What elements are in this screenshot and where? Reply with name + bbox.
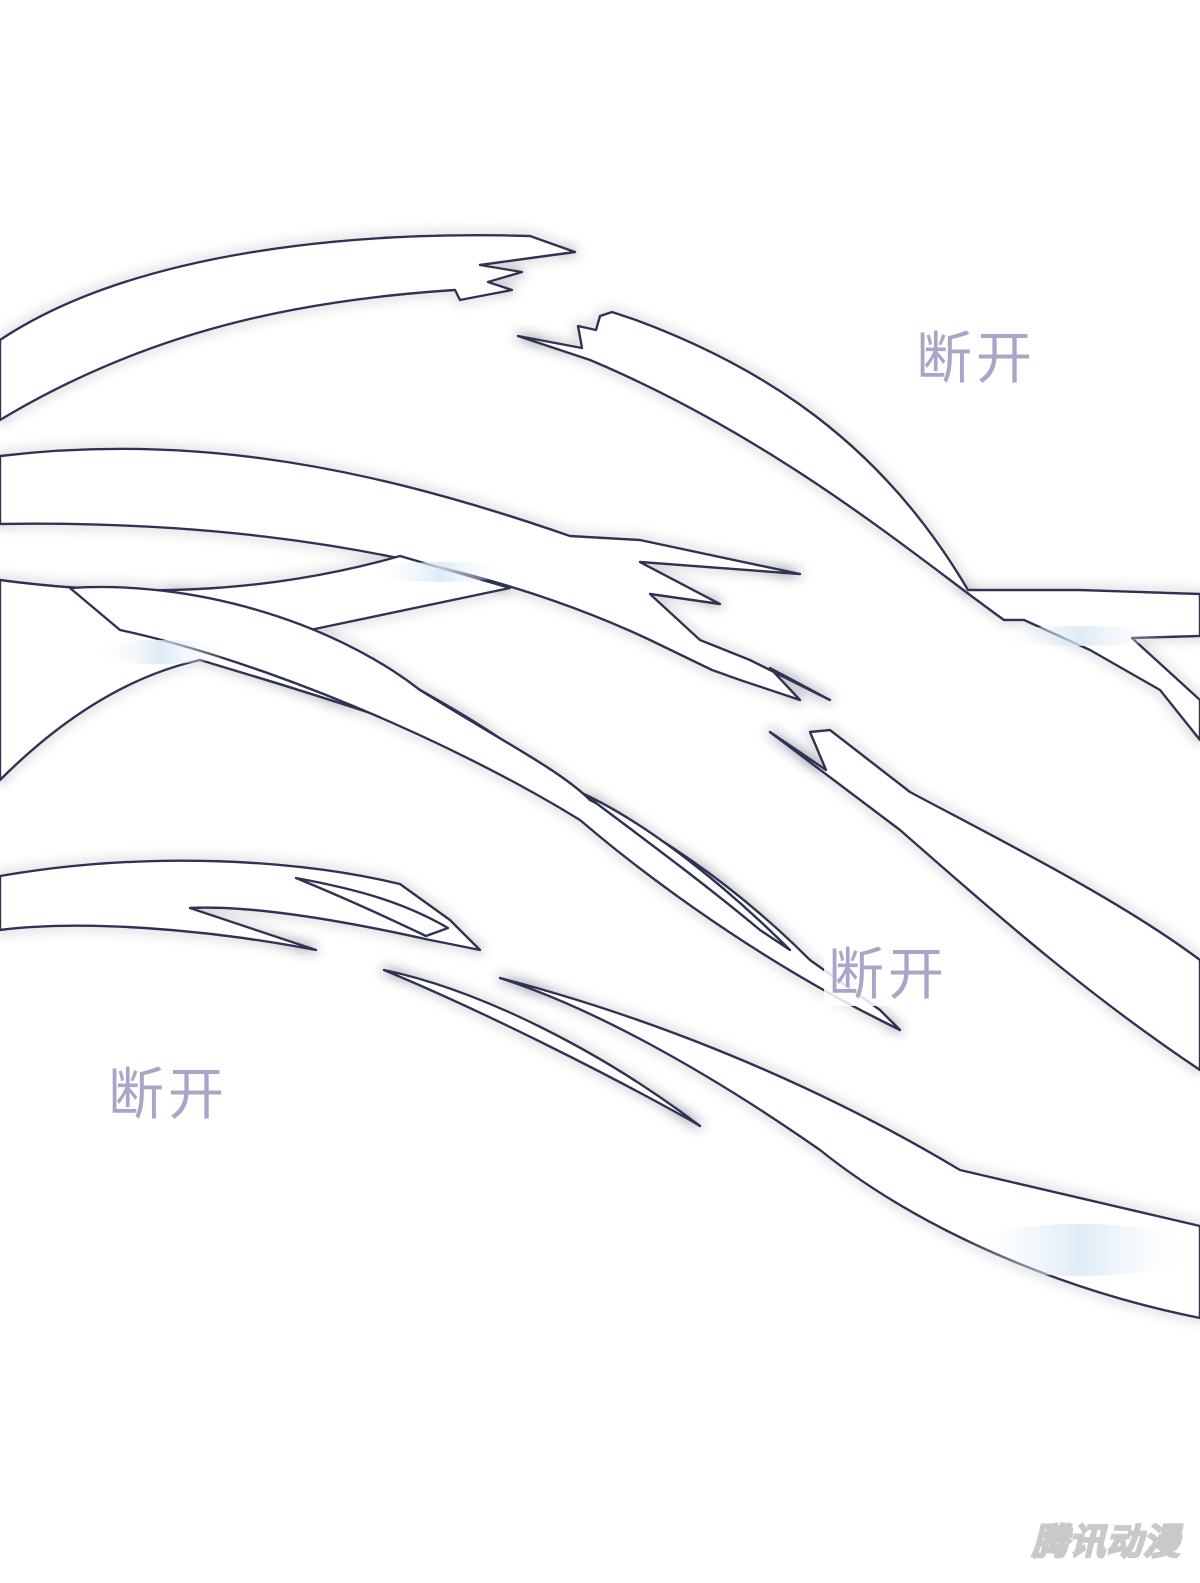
sfx-break-label-3: 断开 bbox=[108, 1063, 228, 1128]
ice-tint-3 bbox=[990, 626, 1170, 646]
strand-shard-3 bbox=[0, 447, 832, 702]
strand-shard-2 bbox=[516, 310, 1200, 742]
ice-tint-1 bbox=[370, 562, 510, 582]
watermark-logo: 腾讯动漫 bbox=[1031, 1521, 1180, 1564]
strand-shard-1 bbox=[0, 234, 577, 422]
sfx-break-label-2: 断开 bbox=[824, 946, 952, 1006]
strand-shard-11 bbox=[582, 792, 792, 952]
strand-shard-7 bbox=[0, 859, 482, 952]
sfx-break-label-1: 断开 bbox=[916, 327, 1036, 392]
strand-shard-6 bbox=[768, 728, 1200, 1072]
strand-shard-8 bbox=[294, 876, 450, 938]
ice-tint-4 bbox=[960, 1224, 1200, 1276]
strand-shard-5 bbox=[68, 585, 902, 1032]
strand-shard-10 bbox=[382, 968, 702, 1128]
ice-tint-2 bbox=[90, 640, 230, 664]
